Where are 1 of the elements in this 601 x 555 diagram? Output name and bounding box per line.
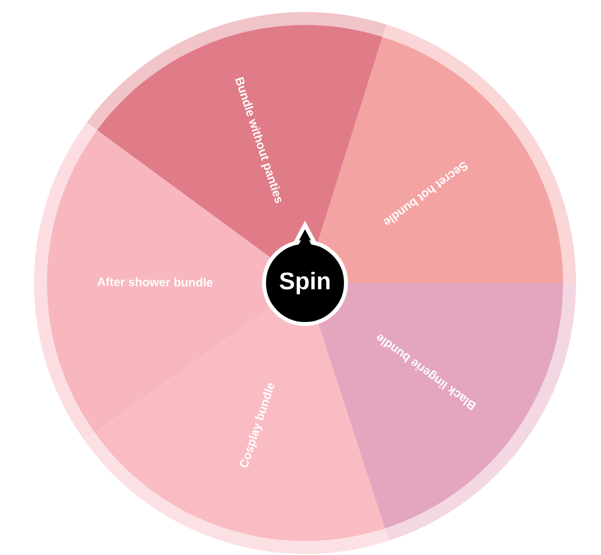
spin-button: Spin [262, 220, 348, 326]
